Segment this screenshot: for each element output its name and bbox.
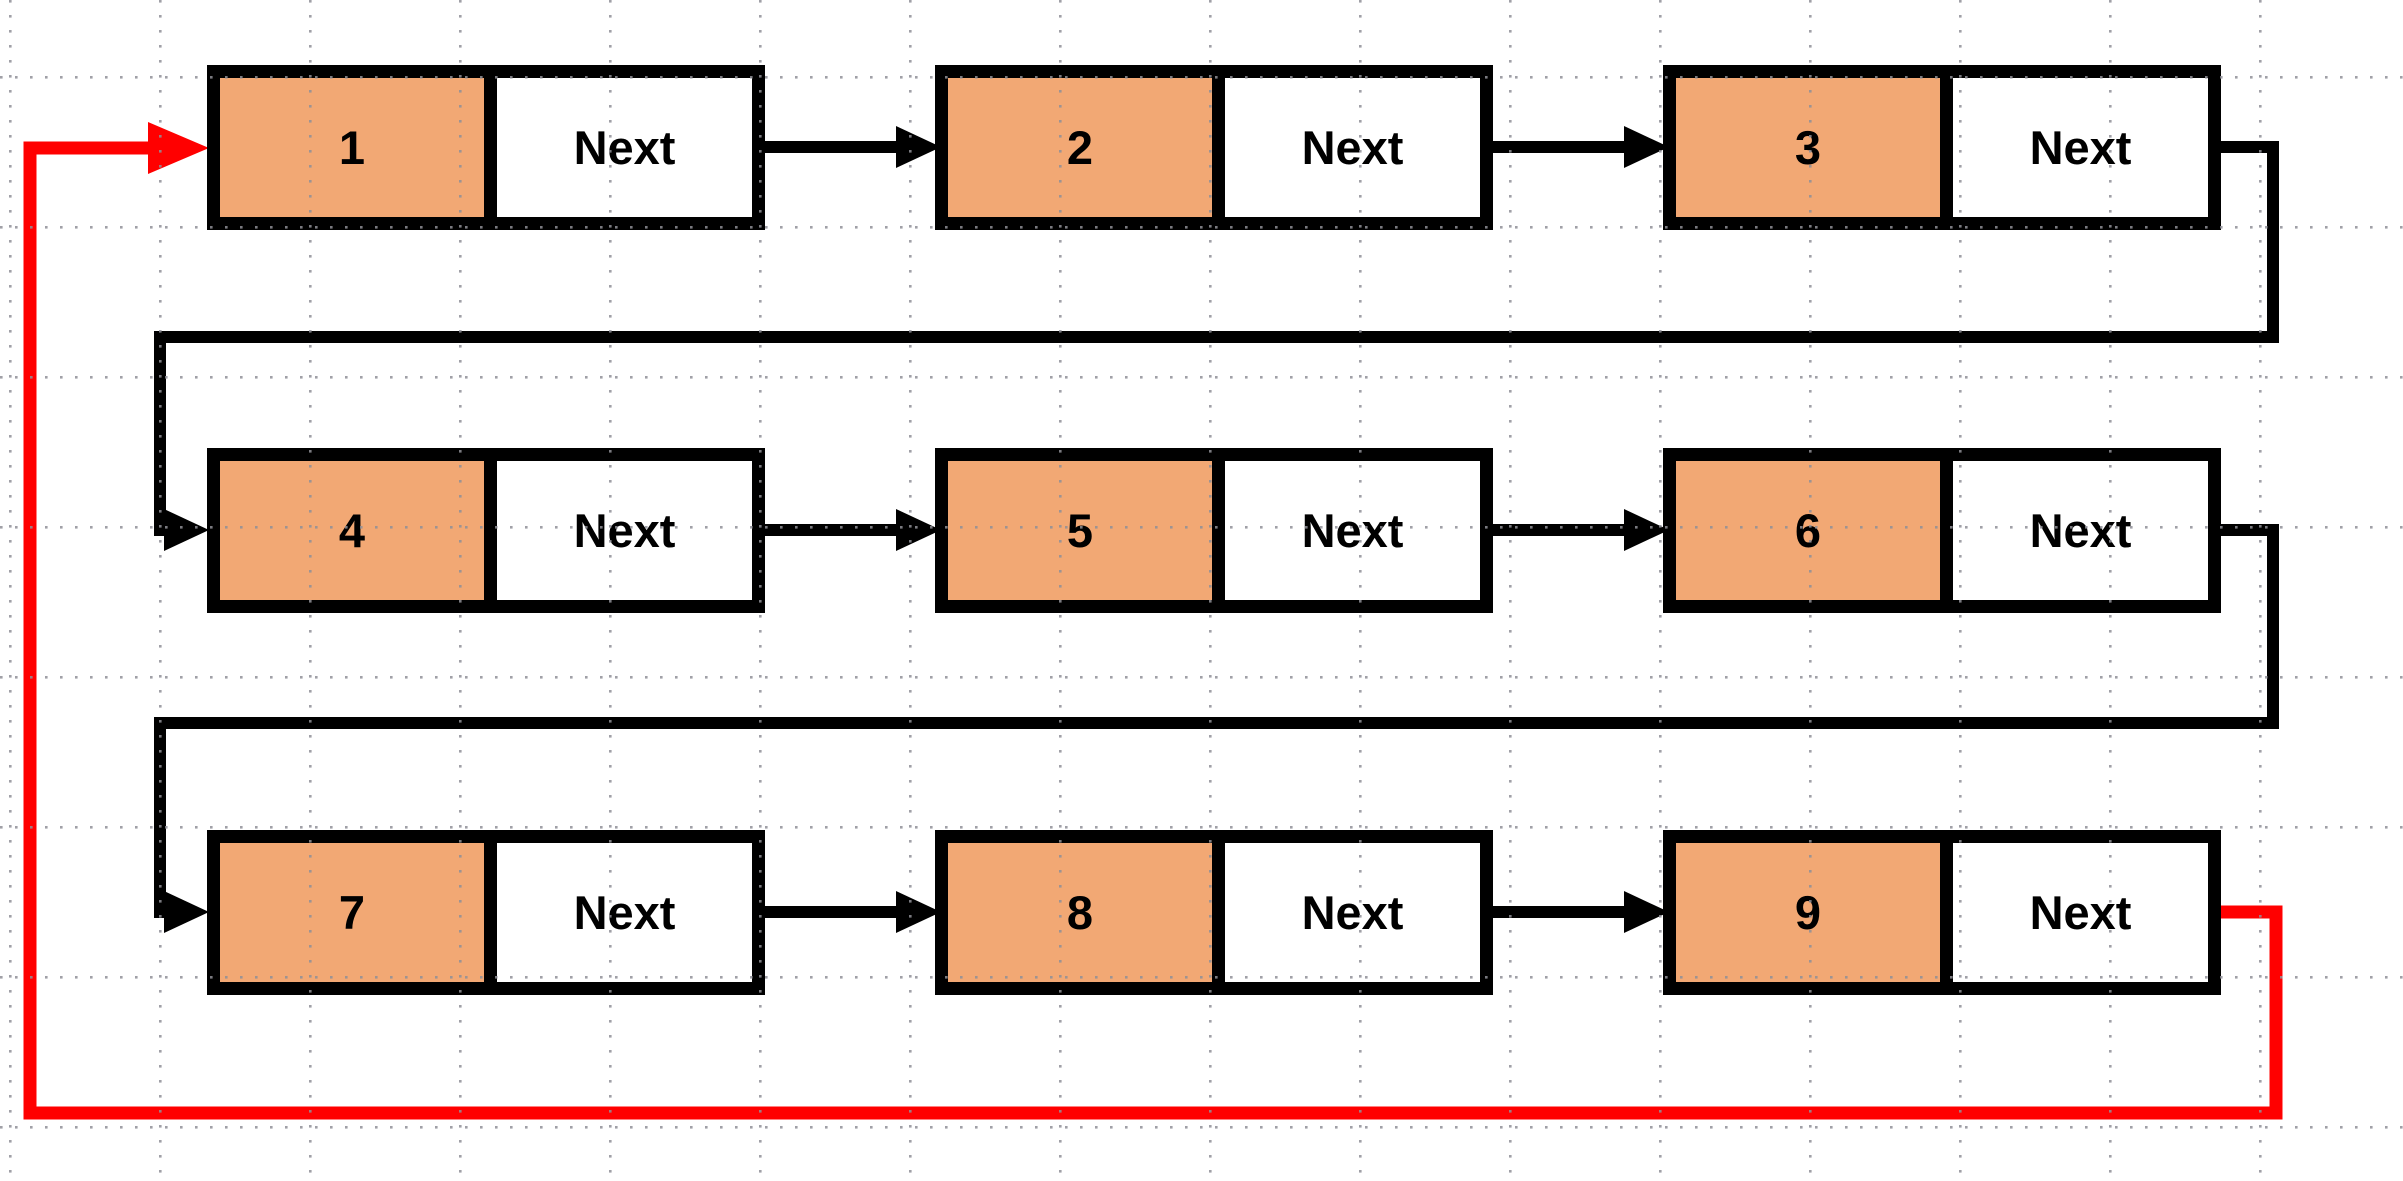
node-5-next-cell: Next (1212, 461, 1480, 600)
node-2-pointer-label: Next (1301, 121, 1404, 174)
list-node-9: 9 Next (1663, 830, 2221, 995)
loop-arrowhead-9-1 (148, 122, 209, 174)
node-7-pointer-label: Next (573, 886, 676, 939)
node-6-value-cell: 6 (1676, 461, 1940, 600)
node-2-next-cell: Next (1212, 78, 1480, 217)
node-6-next-cell: Next (1940, 461, 2208, 600)
node-9-value-cell: 9 (1676, 843, 1940, 982)
list-node-8: 8 Next (935, 830, 1493, 995)
node-8-next-cell: Next (1212, 843, 1480, 982)
node-4-value-cell: 4 (220, 461, 484, 600)
node-3-value: 3 (1794, 121, 1822, 174)
node-9-pointer-label: Next (2029, 886, 2132, 939)
node-5-value: 5 (1066, 504, 1094, 557)
node-8-value: 8 (1066, 886, 1094, 939)
node-5-pointer-label: Next (1301, 504, 1404, 557)
node-7-value: 7 (338, 886, 366, 939)
node-4-next-cell: Next (484, 461, 752, 600)
list-node-5: 5 Next (935, 448, 1493, 613)
node-1-pointer-label: Next (573, 121, 676, 174)
node-2-value-cell: 2 (948, 78, 1212, 217)
list-node-6: 6 Next (1663, 448, 2221, 613)
node-8-pointer-label: Next (1301, 886, 1404, 939)
node-6-pointer-label: Next (2029, 504, 2132, 557)
node-7-value-cell: 7 (220, 843, 484, 982)
node-7-next-cell: Next (484, 843, 752, 982)
node-5-value-cell: 5 (948, 461, 1212, 600)
node-3-next-cell: Next (1940, 78, 2208, 217)
node-1-value-cell: 1 (220, 78, 484, 217)
list-node-7: 7 Next (207, 830, 765, 995)
list-node-1: 1 Next (207, 65, 765, 230)
node-1-value: 1 (338, 121, 366, 174)
node-3-pointer-label: Next (2029, 121, 2132, 174)
arrowhead-3-4 (164, 509, 209, 551)
node-9-value: 9 (1794, 886, 1822, 939)
list-node-2: 2 Next (935, 65, 1493, 230)
node-4-pointer-label: Next (573, 504, 676, 557)
list-node-4: 4 Next (207, 448, 765, 613)
node-2-value: 2 (1066, 121, 1094, 174)
node-4-value: 4 (338, 504, 366, 557)
arrowhead-6-7 (164, 891, 209, 933)
node-1-next-cell: Next (484, 78, 752, 217)
node-6-value: 6 (1794, 504, 1822, 557)
list-node-3: 3 Next (1663, 65, 2221, 230)
node-9-next-cell: Next (1940, 843, 2208, 982)
node-3-value-cell: 3 (1676, 78, 1940, 217)
node-8-value-cell: 8 (948, 843, 1212, 982)
